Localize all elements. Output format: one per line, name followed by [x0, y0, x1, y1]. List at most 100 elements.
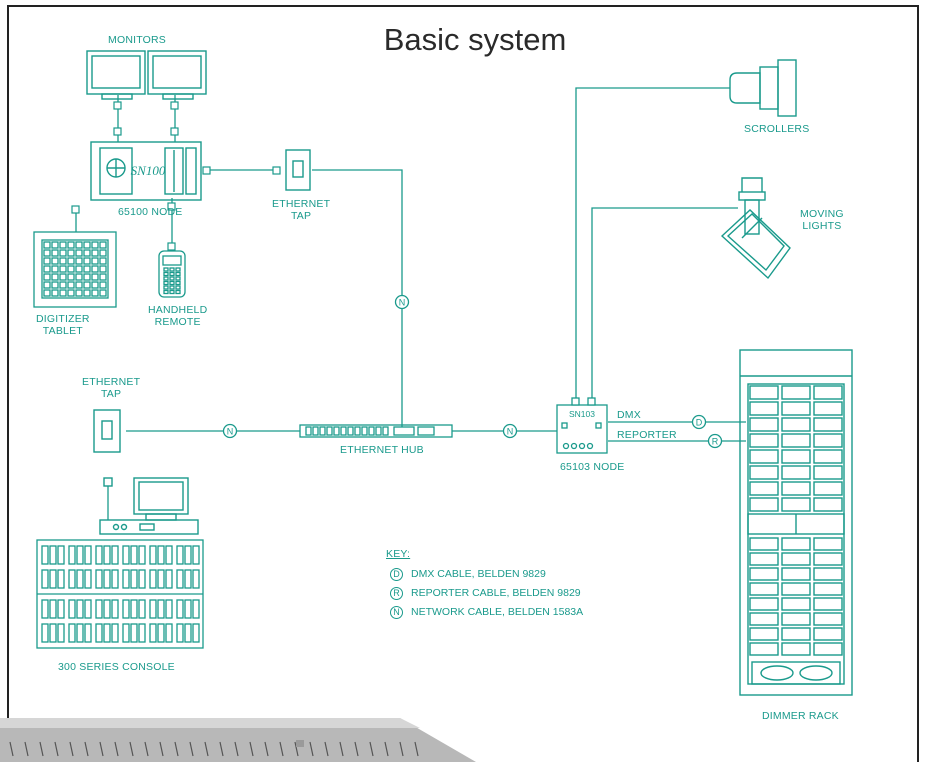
- digitizer-cell: [59, 265, 67, 273]
- dimmer-module: [749, 401, 779, 416]
- key-text: DMX CABLE, BELDEN 9829: [411, 568, 546, 580]
- handheld-key: [169, 289, 175, 295]
- hub-port: [312, 426, 319, 436]
- console-fader: [95, 569, 103, 589]
- dimmer-module: [749, 497, 779, 512]
- digitizer-cell: [51, 273, 59, 281]
- monitor-left: [86, 50, 146, 100]
- digitizer-cell: [75, 257, 83, 265]
- digitizer-cell: [51, 249, 59, 257]
- key-text: REPORTER CABLE, BELDEN 9829: [411, 587, 581, 599]
- console-fader: [122, 569, 130, 589]
- moving-light-fixture: [720, 177, 791, 280]
- dimmer-module: [781, 642, 811, 656]
- console-fader: [41, 569, 49, 589]
- console-fader: [103, 599, 111, 619]
- digitizer-cell: [75, 265, 83, 273]
- tray-vent-slot: [264, 741, 269, 757]
- console-fader: [111, 623, 119, 643]
- node-65103-label: 65103 NODE: [560, 461, 625, 473]
- digitizer-cell: [99, 249, 107, 257]
- console-fader: [76, 599, 84, 619]
- digitizer-cell: [43, 249, 51, 257]
- tray-vent-slot: [204, 741, 209, 757]
- console-fader: [95, 623, 103, 643]
- digitizer-cell: [51, 257, 59, 265]
- console-fader: [111, 545, 119, 565]
- tray-vent-slot: [399, 741, 404, 757]
- dimmer-module: [813, 567, 843, 581]
- connection-lines: [75, 87, 746, 520]
- scroller-fixture: [729, 59, 797, 117]
- ethernet-tap-1: [285, 149, 311, 191]
- console-fader: [122, 623, 130, 643]
- console-fader: [130, 545, 138, 565]
- tray-vent-slot: [384, 741, 389, 757]
- console-fader: [68, 569, 76, 589]
- console-body: [36, 539, 204, 649]
- digitizer-cell: [67, 273, 75, 281]
- console-fader: [138, 569, 146, 589]
- digitizer-cell: [67, 281, 75, 289]
- digitizer-cell: [75, 273, 83, 281]
- handheld-key: [163, 267, 169, 272]
- node-65100: [90, 141, 202, 201]
- console-fader: [184, 545, 192, 565]
- dimmer-module: [749, 417, 779, 432]
- key-item-network: N NETWORK CABLE, BELDEN 1583A: [390, 604, 583, 620]
- dimmer-module: [813, 465, 843, 480]
- hub-port: [354, 426, 361, 436]
- reporter-marker: R: [707, 433, 723, 449]
- tray-vent-slot: [294, 741, 299, 757]
- console-fader: [49, 623, 57, 643]
- diagram-title: Basic system: [383, 22, 567, 57]
- sn103-label: SN103: [569, 409, 595, 419]
- console-fader: [149, 623, 157, 643]
- dimmer-module: [781, 497, 811, 512]
- digitizer-cell: [75, 289, 83, 297]
- tray-vent-slot: [114, 741, 119, 757]
- network-marker-1: N: [394, 294, 410, 310]
- digitizer-cell: [51, 265, 59, 273]
- console-fader: [165, 623, 173, 643]
- digitizer-cell: [43, 265, 51, 273]
- digitizer-cell: [67, 289, 75, 297]
- digitizer-cell: [91, 265, 99, 273]
- dimmer-module: [813, 497, 843, 512]
- node-65100-label: 65100 NODE: [118, 206, 183, 218]
- digitizer-cell: [67, 241, 75, 249]
- digitizer-cell: [91, 249, 99, 257]
- dimmer-module: [781, 481, 811, 496]
- svg-text:R: R: [712, 437, 719, 447]
- dmx-marker: D: [691, 414, 707, 430]
- handheld-key: [163, 271, 169, 277]
- handheld-key: [175, 289, 181, 295]
- tray-vent-slot: [324, 741, 329, 757]
- dmx-label: DMX: [617, 409, 641, 421]
- console-fader: [192, 623, 200, 643]
- tray-vent-slot: [369, 741, 374, 757]
- hub-port: [347, 426, 354, 436]
- console-label: 300 SERIES CONSOLE: [58, 661, 175, 673]
- console-fader: [130, 623, 138, 643]
- digitizer-cell: [91, 273, 99, 281]
- handheld-key: [163, 280, 169, 286]
- digitizer-cell: [83, 257, 91, 265]
- handheld-key: [169, 271, 175, 277]
- console-fader: [192, 599, 200, 619]
- console-fader: [68, 623, 76, 643]
- digitizer-cell: [75, 241, 83, 249]
- tray-vent-slot: [339, 741, 344, 757]
- handheld-key: [163, 276, 169, 281]
- digitizer-cell: [43, 273, 51, 281]
- dimmer-module: [749, 465, 779, 480]
- digitizer-cell: [99, 241, 107, 249]
- digitizer-cell: [59, 281, 67, 289]
- digitizer-cell: [59, 289, 67, 297]
- console-fader: [95, 545, 103, 565]
- node-65103: [556, 397, 608, 454]
